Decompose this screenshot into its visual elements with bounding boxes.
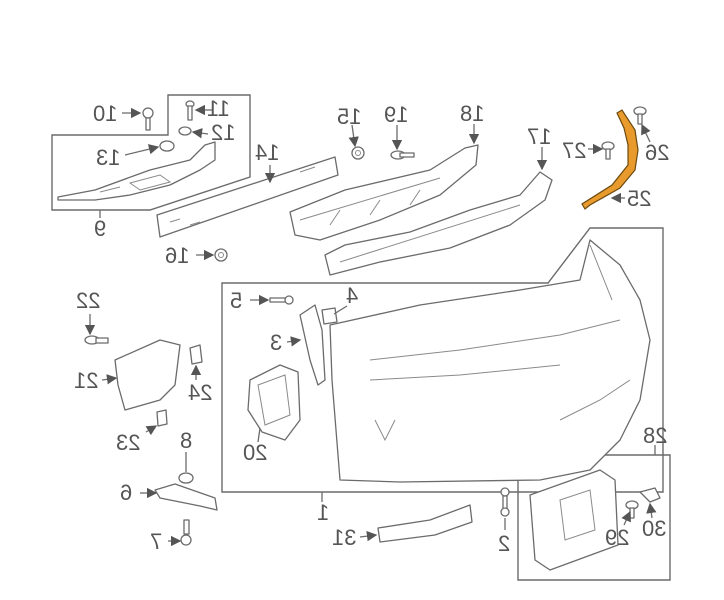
callout-5: 5	[230, 288, 243, 313]
callout-29: 29	[605, 525, 630, 550]
screw-2	[500, 487, 510, 517]
grommet-8	[178, 472, 194, 484]
callout-13: 13	[96, 145, 121, 170]
screw-11	[185, 100, 195, 121]
callout-10: 10	[93, 101, 118, 126]
callout-19: 19	[384, 102, 409, 127]
callout-26: 26	[645, 140, 670, 165]
callout-27: 27	[562, 138, 587, 163]
bolt-22	[84, 335, 109, 345]
part-24-clip	[189, 344, 203, 365]
part-23-nut	[156, 409, 168, 427]
callout-11: 11	[207, 96, 230, 121]
part-28-license-bracket	[529, 469, 619, 571]
part-14-impact-bar	[156, 156, 339, 238]
callout-23: 23	[116, 430, 141, 455]
part-18-bracket	[289, 144, 479, 241]
part-4-clip	[321, 307, 338, 325]
callout-25: 25	[627, 186, 652, 211]
screw-27	[601, 141, 615, 160]
callout-28: 28	[643, 423, 668, 448]
callout-4: 4	[346, 283, 359, 308]
callout-18: 18	[460, 101, 485, 126]
part-6-bracket	[154, 483, 218, 511]
callout-3: 3	[270, 330, 283, 355]
callout-21: 21	[74, 368, 99, 393]
callout-14: 14	[255, 140, 280, 165]
leader-lines	[84, 104, 657, 547]
callout-30: 30	[642, 516, 667, 541]
callout-12: 12	[211, 120, 236, 145]
callout-1: 1	[317, 500, 330, 525]
part-17-lower-bracket	[324, 171, 553, 276]
callout-24: 24	[188, 380, 213, 405]
callout-9: 9	[94, 216, 107, 241]
callout-16: 16	[165, 243, 190, 268]
cap-12	[178, 126, 192, 136]
callout-6: 6	[120, 480, 133, 505]
clip-15	[351, 146, 365, 160]
part-3-trim	[299, 304, 326, 386]
group-box-9	[51, 94, 251, 211]
part-31-molding	[377, 504, 473, 543]
bolt-16	[214, 248, 228, 262]
callout-7: 7	[150, 529, 163, 554]
part-25-bracket-highlighted	[581, 109, 639, 210]
callout-20: 20	[243, 440, 268, 465]
callout-31: 31	[332, 525, 357, 550]
pushpin-19	[390, 150, 415, 160]
bolt-7	[180, 519, 192, 546]
group-box-1	[221, 227, 664, 493]
callout-17: 17	[527, 124, 552, 149]
bolt-10	[142, 107, 154, 131]
part-1-bumper-fascia	[329, 239, 651, 483]
part-20-fog-bezel	[247, 364, 301, 441]
part-21-bracket	[114, 339, 181, 411]
part-9-shield	[57, 141, 216, 201]
pin-30	[639, 487, 661, 503]
callout-22: 22	[76, 288, 101, 313]
grommet-13	[159, 140, 175, 152]
screw-5	[269, 295, 294, 305]
callout-2: 2	[498, 531, 511, 556]
callout-8: 8	[180, 428, 193, 453]
screw-26	[633, 106, 647, 125]
group-box-28	[517, 454, 671, 581]
callout-15: 15	[337, 104, 362, 129]
